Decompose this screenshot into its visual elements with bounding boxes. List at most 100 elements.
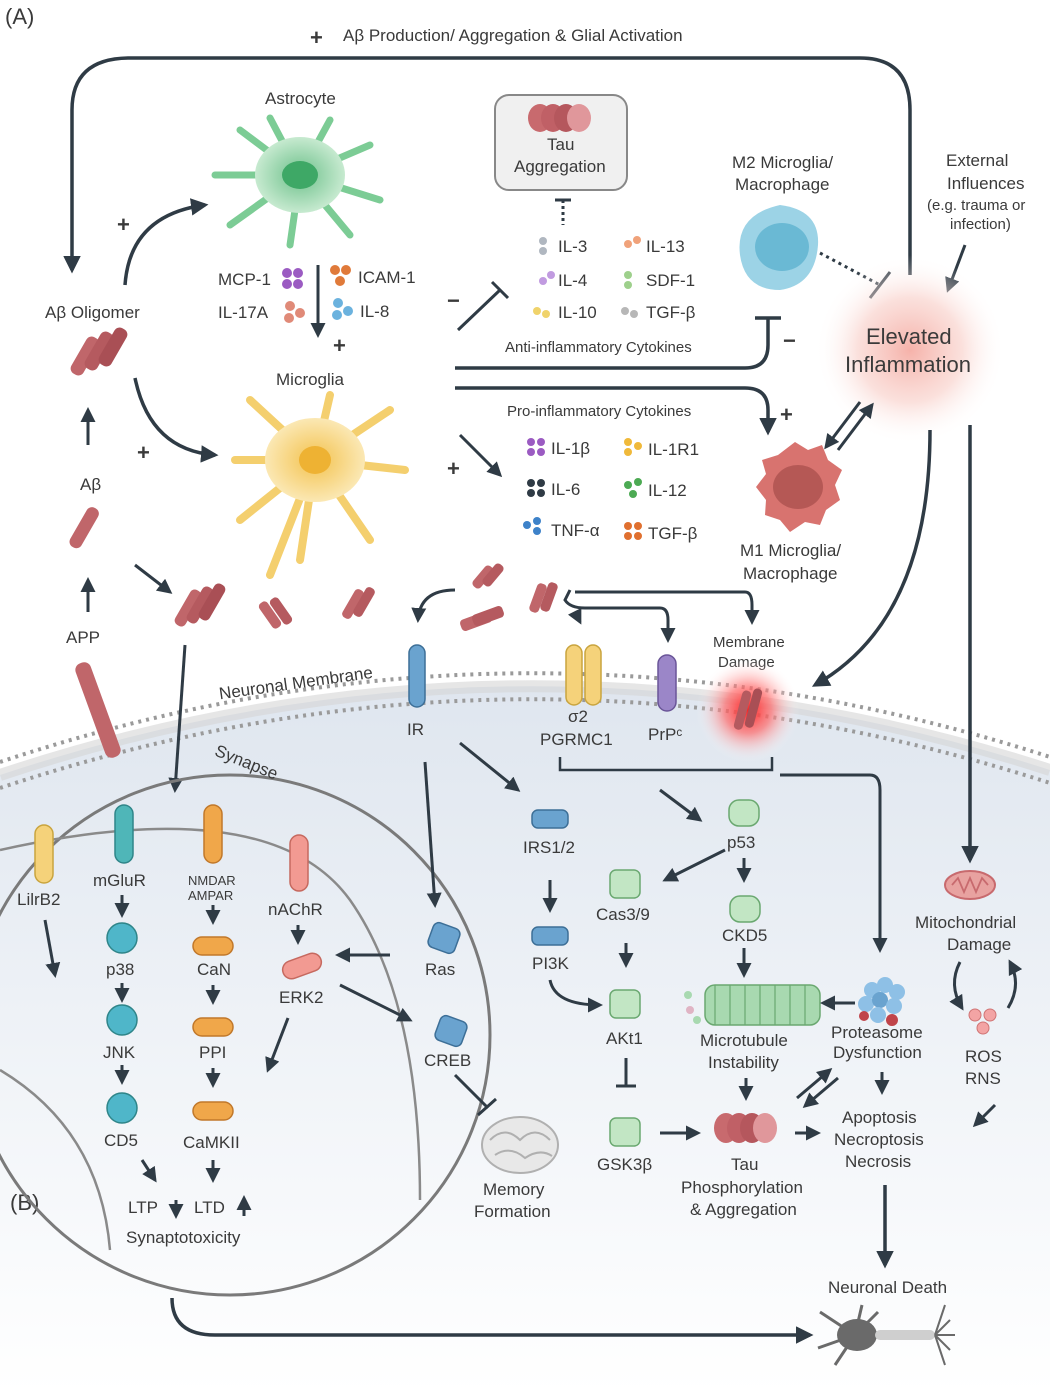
pi3k-node: [531, 926, 569, 946]
minus-sign-anti: −: [447, 288, 460, 313]
top-feedback-loop-arrow: [63, 56, 912, 275]
memory-line1: Memory: [483, 1180, 545, 1199]
memory-line2: Formation: [474, 1202, 551, 1221]
diagram-text: IL-4: [558, 271, 587, 290]
diagram-text: IL-10: [558, 303, 597, 322]
ckd5-label: CKD5: [722, 926, 767, 945]
jnk-label: JNK: [103, 1043, 136, 1062]
tau-phos-line2: Phosphorylation: [681, 1178, 803, 1197]
top-loop-label: Aβ Production/ Aggregation & Glial Activ…: [343, 26, 683, 45]
elevated-inflammation-glow: [815, 255, 1005, 445]
erk2-node: [281, 952, 323, 980]
plus-sign-astro-micro: +: [333, 333, 346, 358]
diagram-text: TNF-α: [551, 521, 600, 540]
astro-factor-mcp1: MCP-1: [218, 270, 271, 289]
tau-box-line2: Aggregation: [514, 157, 606, 176]
m2-macrophage-icon: [739, 205, 819, 290]
can-label: CaN: [197, 960, 231, 979]
abeta-monomer-icon: [69, 507, 99, 549]
proteasome-line2: Dysfunction: [833, 1043, 922, 1062]
m2-label-line1: M2 Microglia/: [732, 153, 833, 172]
nachr-receptor-icon: [289, 834, 309, 892]
minus-sign-m2: −: [783, 328, 796, 353]
neuronal-death-label: Neuronal Death: [828, 1278, 947, 1297]
membrane-damage-line1: Membrane: [713, 634, 785, 651]
pro-cytokines-list: IL-1β IL-1R1 IL-6 IL-12 TNF-α TGF-β: [523, 438, 699, 543]
ros-line2: RNS: [965, 1069, 1001, 1088]
p53-node: [728, 799, 760, 827]
ltp-label: LTP: [128, 1198, 158, 1217]
inflammation-line2: Inflammation: [845, 352, 971, 377]
irs-node: [531, 809, 569, 829]
cd5-node: [106, 1092, 138, 1124]
cd5-label: CD5: [104, 1131, 138, 1150]
external-line4: infection): [950, 216, 1011, 233]
lilrb2-receptor-icon: [34, 824, 54, 884]
astro-factor-icam1: ICAM-1: [358, 268, 416, 287]
ir-receptor-icon: [408, 644, 426, 708]
prp-receptor-icon: [657, 654, 677, 712]
camkii-node: [192, 1101, 234, 1121]
abeta-oligomer-label: Aβ Oligomer: [45, 303, 140, 322]
ckd5-node: [729, 895, 761, 923]
oligomer-cluster-mid1: [258, 597, 293, 629]
plus-sign-pro: +: [447, 456, 460, 481]
astrocyte-label: Astrocyte: [265, 89, 336, 108]
sigma2-receptor-left-icon: [565, 644, 583, 706]
mglur-receptor-icon: [114, 804, 134, 864]
microtubule-line2: Instability: [708, 1053, 779, 1072]
ros-line1: ROS: [965, 1047, 1002, 1066]
abeta-oligomer-icon: [70, 327, 128, 376]
diagram-text: TGF-β: [646, 303, 696, 322]
death-mode-necrosis: Necrosis: [845, 1152, 911, 1171]
brain-icon: [481, 1116, 559, 1174]
death-mode-apoptosis: Apoptosis: [842, 1108, 917, 1127]
tau-phos-line3: & Aggregation: [690, 1200, 797, 1219]
m1-macrophage-icon: [756, 442, 842, 532]
neuron-cell-interior: [0, 686, 1050, 1393]
astro-factor-il8: IL-8: [360, 302, 389, 321]
diagram-text: IL-12: [648, 481, 687, 500]
cas-label: Cas3/9: [596, 905, 650, 924]
erk2-label: ERK2: [279, 988, 323, 1007]
microtubule-line1: Microtubule: [700, 1031, 788, 1050]
prp-label: PrPᶜ: [648, 725, 682, 744]
sigma2-label-line1: σ2: [568, 707, 588, 726]
diagram-text: TGF-β: [648, 524, 698, 543]
gsk-label: GSK3β: [597, 1155, 652, 1174]
ir-label: IR: [407, 720, 424, 739]
jnk-node: [106, 1004, 138, 1036]
tau-aggregation-box: [494, 94, 628, 191]
proteasome-line1: Proteasome: [831, 1023, 923, 1042]
anti-cytokines-title: Anti-inflammatory Cytokines: [505, 339, 692, 356]
diagram-text: IL-13: [646, 237, 685, 256]
postsynaptic-membrane: [0, 827, 422, 1201]
gsk-node: [609, 1117, 641, 1147]
ppi-label: PPI: [199, 1043, 226, 1062]
app-label: APP: [66, 628, 100, 647]
pi3k-label: PI3K: [532, 954, 570, 973]
synaptotoxicity-label: Synaptotoxicity: [126, 1228, 241, 1247]
lilrb2-label: LilrB2: [17, 890, 60, 909]
m1-label-line1: M1 Microglia/: [740, 541, 841, 560]
microglia-label: Microglia: [276, 370, 345, 389]
sigma2-receptor-right-icon: [584, 644, 602, 706]
tau-phosphorylation-icon: [714, 1113, 777, 1143]
creb-label: CREB: [424, 1051, 471, 1070]
diagram-text: IL-3: [558, 237, 587, 256]
app-protein-icon: [75, 662, 121, 758]
tau-phos-line1: Tau: [731, 1155, 758, 1174]
synapse-panel: [0, 773, 492, 1297]
ampar-label: AMPAR: [188, 888, 233, 903]
mglur-label: mGluR: [93, 871, 146, 890]
dead-neuron-icon: [817, 1304, 955, 1366]
p53-label: p53: [727, 833, 755, 852]
oligomer-cluster-mid3: [460, 563, 558, 631]
proteasome-icon: [858, 977, 905, 1026]
oligomer-cluster-left: [174, 583, 226, 627]
abeta-label: Aβ: [80, 475, 101, 494]
plus-sign-astro: +: [117, 212, 130, 237]
m2-label-line2: Macrophage: [735, 175, 830, 194]
diagram-text: IL-1β: [551, 439, 590, 458]
